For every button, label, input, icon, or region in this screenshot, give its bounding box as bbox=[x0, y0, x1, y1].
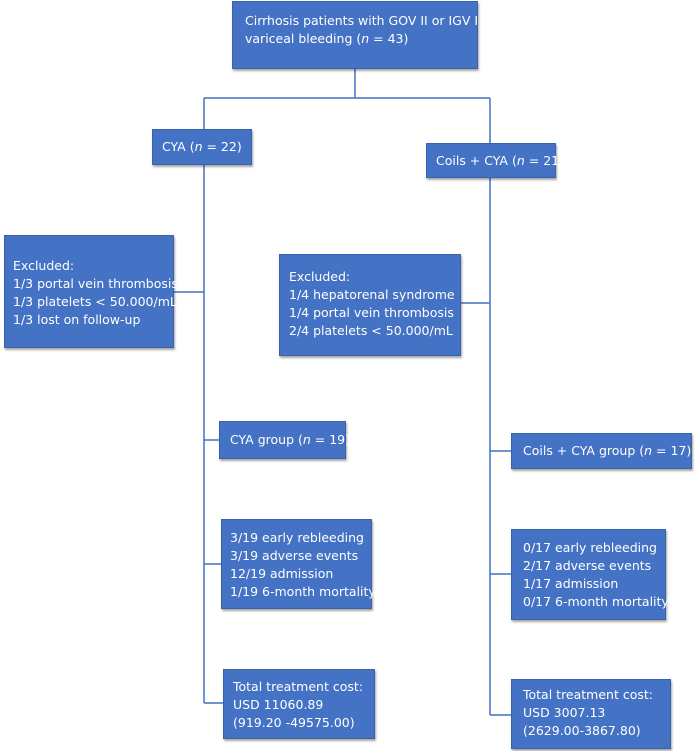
right-excluded-item: 1/4 portal vein thrombosis bbox=[289, 305, 454, 320]
right-outcomes-box: 0/17 early rebleeding 2/17 adverse event… bbox=[511, 529, 669, 620]
left-arm-label: CYA (n = 22) bbox=[162, 139, 242, 154]
right-cost-title: Total treatment cost: bbox=[523, 687, 653, 702]
left-cost-range: (919.20 -49575.00) bbox=[233, 715, 355, 730]
left-outcome-item: 3/19 early rebleeding bbox=[230, 530, 364, 545]
root-line1: Cirrhosis patients with GOV II or IGV I bbox=[245, 13, 479, 28]
right-outcome-item: 1/17 admission bbox=[523, 576, 619, 591]
right-group-label: Coils + CYA group (n = 17) bbox=[523, 443, 692, 458]
left-group-box: CYA group (n = 19) bbox=[219, 421, 350, 459]
right-group-box: Coils + CYA group (n = 17) bbox=[511, 433, 692, 469]
right-outcome-item: 0/17 early rebleeding bbox=[523, 540, 657, 555]
left-excluded-item: 1/3 lost on follow-up bbox=[13, 312, 141, 327]
right-excluded-item: 1/4 hepatorenal syndrome bbox=[289, 287, 455, 302]
right-excluded-box: Excluded: 1/4 hepatorenal syndrome 1/4 p… bbox=[279, 254, 461, 356]
right-cost-box: Total treatment cost: USD 3007.13 (2629.… bbox=[511, 679, 671, 749]
left-outcomes-box: 3/19 early rebleeding 3/19 adverse event… bbox=[221, 519, 376, 609]
right-outcome-item: 2/17 adverse events bbox=[523, 558, 652, 573]
left-cost-box: Total treatment cost: USD 11060.89 (919.… bbox=[223, 669, 375, 739]
left-cost-value: USD 11060.89 bbox=[233, 697, 324, 712]
right-cost-range: (2629.00-3867.80) bbox=[523, 723, 641, 738]
left-excluded-title: Excluded: bbox=[13, 258, 75, 273]
right-excluded-title: Excluded: bbox=[289, 269, 351, 284]
left-arm-box: CYA (n = 22) bbox=[152, 129, 252, 165]
left-group-label: CYA group (n = 19) bbox=[230, 432, 350, 447]
left-excluded-item: 1/3 portal vein thrombosis bbox=[13, 276, 178, 291]
right-cost-value: USD 3007.13 bbox=[523, 705, 606, 720]
left-outcome-item: 3/19 adverse events bbox=[230, 548, 359, 563]
right-arm-label: Coils + CYA (n = 21) bbox=[436, 152, 564, 168]
right-outcome-item: 0/17 6-month mortality bbox=[523, 594, 669, 609]
left-excluded-box: Excluded: 1/3 portal vein thrombosis 1/3… bbox=[4, 235, 178, 348]
left-cost-title: Total treatment cost: bbox=[233, 679, 363, 694]
right-arm-box: Coils + CYA (n = 21) bbox=[426, 143, 564, 178]
left-outcome-item: 12/19 admission bbox=[230, 566, 334, 581]
left-excluded-item: 1/3 platelets < 50.000/mL bbox=[13, 294, 177, 309]
right-excluded-item: 2/4 platelets < 50.000/mL bbox=[289, 323, 453, 338]
left-outcome-item: 1/19 6-month mortality bbox=[230, 584, 376, 599]
root-box: Cirrhosis patients with GOV II or IGV I … bbox=[232, 1, 478, 69]
root-line2: variceal bleeding (n = 43) bbox=[245, 31, 409, 46]
